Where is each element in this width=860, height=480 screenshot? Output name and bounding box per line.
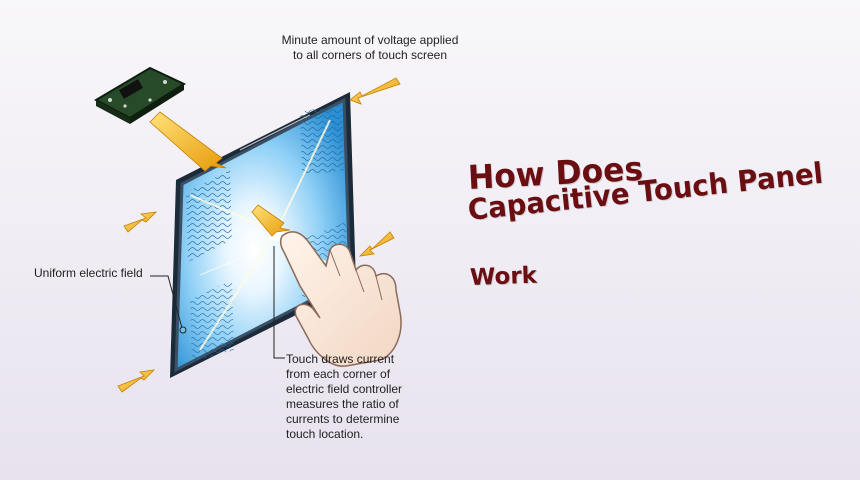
electric-field-callout: Uniform electric field — [34, 266, 143, 280]
voltage-arrows — [117, 77, 401, 393]
voltage-callout: Minute amount of voltage applied to all … — [281, 33, 459, 62]
leader-lines — [150, 246, 285, 359]
touch-current-callout: Touch draws current from each corner of … — [286, 352, 403, 441]
controller-board — [93, 66, 187, 124]
touch-hand — [279, 231, 402, 367]
title-line-3: Work — [469, 262, 538, 291]
